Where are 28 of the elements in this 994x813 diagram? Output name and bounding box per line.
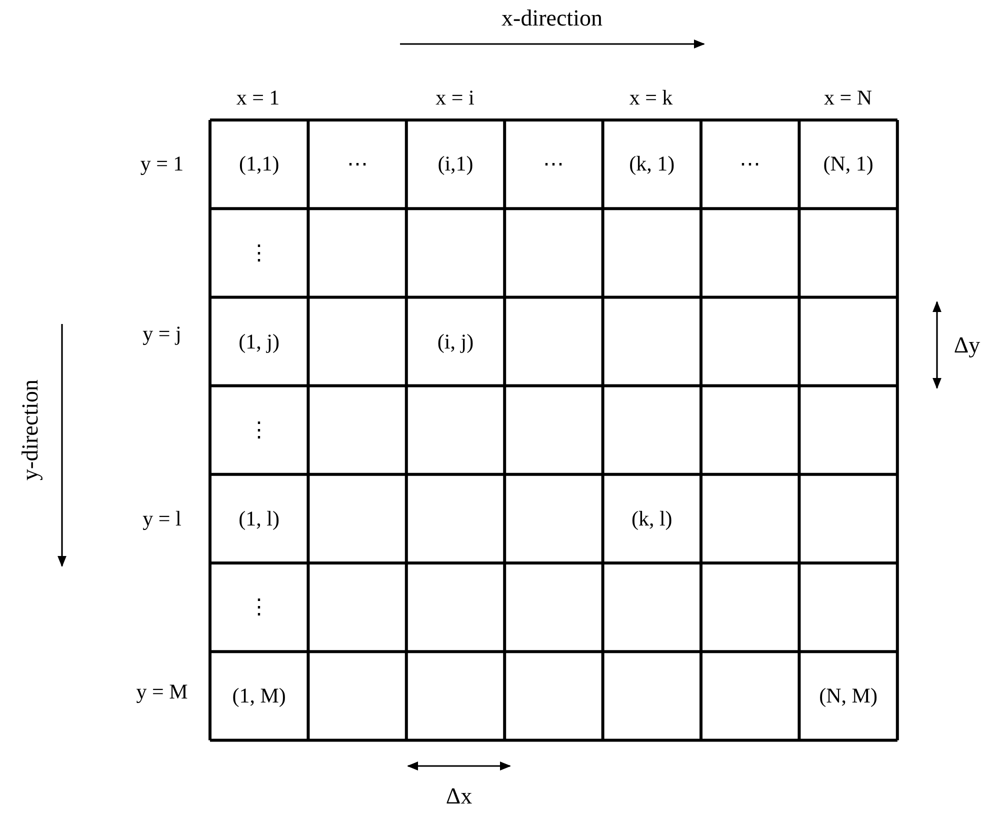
cell-label: (1, l)	[238, 508, 280, 530]
cell-label: (k, l)	[631, 508, 672, 530]
dimension-label: Δx	[446, 784, 472, 808]
cell-label: ⋯	[740, 154, 761, 175]
cell-label: (N, 1)	[823, 154, 874, 175]
row-label: y = j	[142, 323, 182, 344]
column-label: x = N	[824, 88, 872, 108]
row-label: y = 1	[140, 154, 184, 175]
cell-label: ⋮	[248, 242, 270, 264]
cell-label: (N, M)	[819, 685, 878, 706]
cell-label: ⋯	[346, 154, 368, 175]
cell-label: ⋮	[248, 596, 270, 618]
cell-label: ⋯	[543, 154, 564, 175]
column-label: x = k	[629, 88, 673, 108]
row-label: y = M	[136, 681, 188, 702]
row-label: y = l	[142, 508, 182, 530]
cell-label: (i, j)	[437, 331, 474, 352]
direction-label: y-direction	[18, 380, 42, 480]
direction-label: x-direction	[502, 6, 602, 30]
cell-label: (1, M)	[232, 685, 286, 706]
cell-label: ⋮	[248, 420, 270, 441]
cell-label: (k, 1)	[629, 154, 675, 175]
column-label: x = i	[436, 88, 474, 108]
cell-label: (1,1)	[238, 154, 280, 175]
cell-label: (1, j)	[238, 331, 280, 352]
cell-label: (i,1)	[438, 154, 474, 175]
column-label: x = 1	[236, 88, 280, 108]
dimension-label: Δy	[954, 334, 980, 356]
